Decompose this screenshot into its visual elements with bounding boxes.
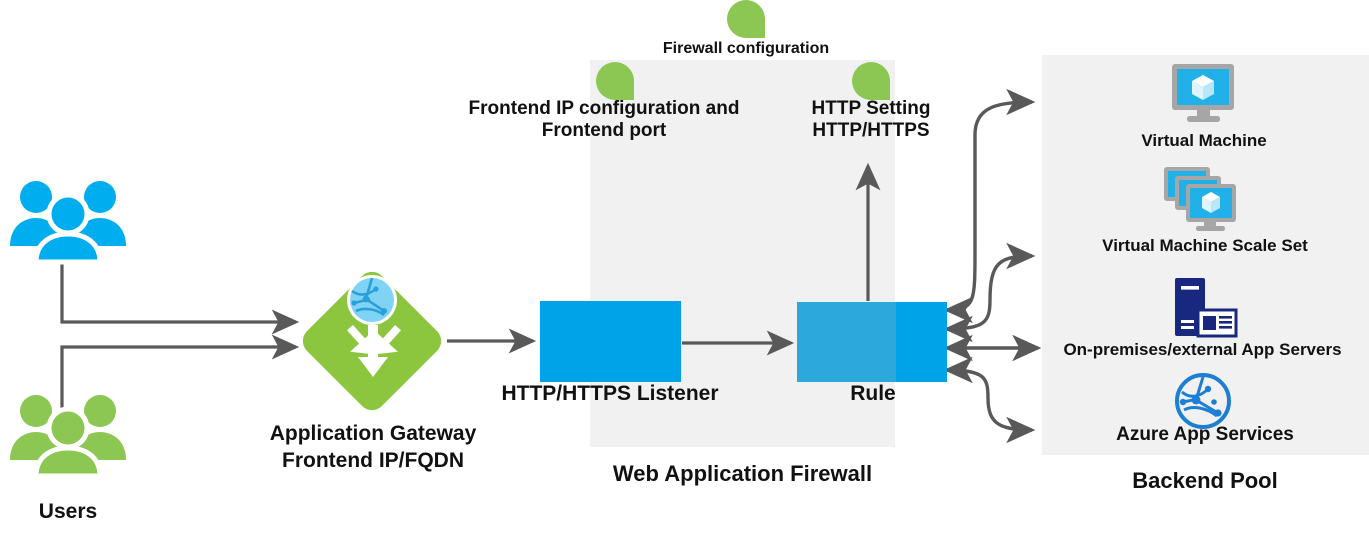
firewall-configuration-label: Firewall configuration xyxy=(662,40,830,57)
firewall-configuration-pin[interactable] xyxy=(727,0,765,38)
http-setting-pin[interactable] xyxy=(852,62,890,100)
azure-app-services-label: Azure App Services xyxy=(1116,424,1294,445)
web-application-firewall-zone xyxy=(590,60,895,447)
users-label: Users xyxy=(38,500,98,523)
virtual-machine-icon xyxy=(1172,64,1234,122)
vm-scale-set-icon xyxy=(1164,167,1236,231)
http-https-listener-box[interactable] xyxy=(540,301,681,382)
application-gateway-label-line1: Application Gateway xyxy=(269,422,477,445)
http-https-listener-label: HTTP/HTTPS Listener xyxy=(501,382,719,405)
application-gateway-label-line2: Frontend IP/FQDN xyxy=(282,449,464,472)
application-gateway-icon xyxy=(302,271,442,411)
users-green-icon xyxy=(10,395,126,479)
edge-rule-to-vm-scale-set xyxy=(943,242,1036,343)
rule-box[interactable] xyxy=(896,302,947,382)
virtual-machine-label: Virtual Machine xyxy=(1141,131,1267,150)
users-blue-icon xyxy=(10,181,126,265)
frontend-ip-configuration-pin[interactable] xyxy=(596,62,634,100)
edge-users-blue-to-gateway xyxy=(60,258,300,335)
frontend-ip-configuration-label: Frontend IP configuration and Frontend p… xyxy=(468,98,740,142)
rule-box-left-segment xyxy=(797,302,896,382)
edge-rule-to-azure-app-services xyxy=(943,356,1036,444)
app-services-globe-icon xyxy=(1175,373,1231,429)
web-application-firewall-label: Web Application Firewall xyxy=(612,461,873,486)
http-setting-label: HTTP Setting HTTP/HTTPS xyxy=(811,98,931,142)
rule-label: Rule xyxy=(850,382,896,405)
on-premises-app-servers-label: On-premises/external App Servers xyxy=(1063,340,1342,359)
server-icon xyxy=(1175,278,1238,338)
virtual-machine-scale-set-label: Virtual Machine Scale Set xyxy=(1102,236,1308,255)
backend-pool-label: Backend Pool xyxy=(1132,468,1278,493)
